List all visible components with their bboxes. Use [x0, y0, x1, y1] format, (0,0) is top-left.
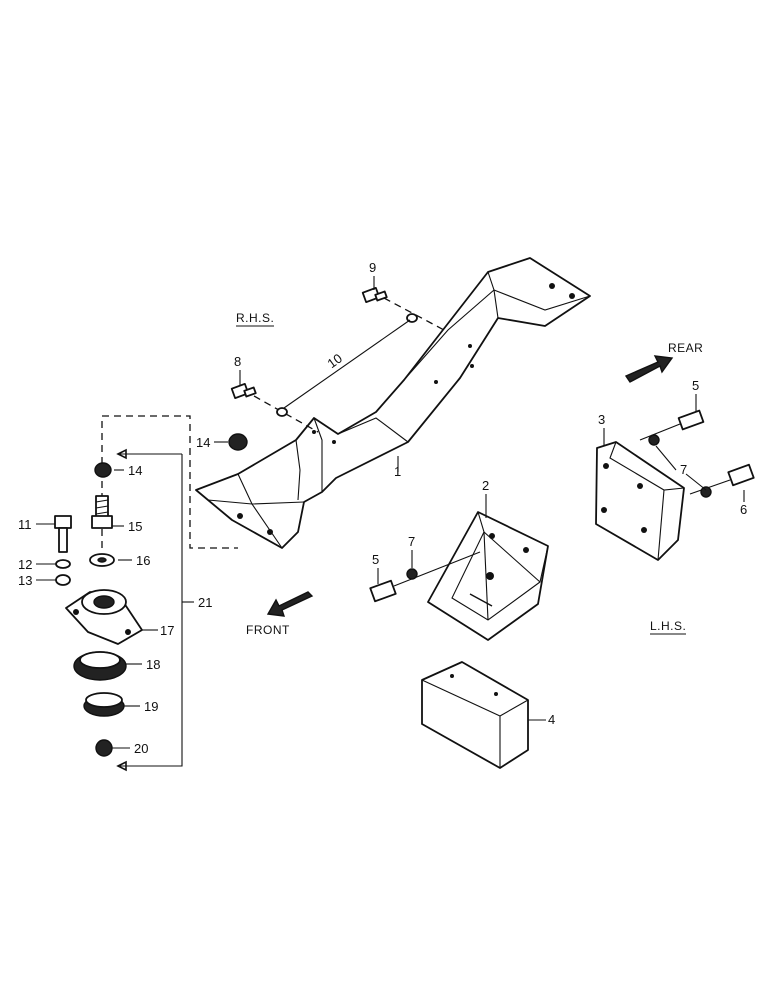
callout-7-lhs: 7 [408, 534, 415, 549]
washer-13 [55, 574, 71, 586]
nut-14 [94, 462, 112, 478]
callout-19: 19 [144, 699, 158, 714]
spacer-block [421, 661, 529, 769]
rear-arrow-icon [624, 355, 674, 383]
callout-15: 15 [128, 519, 142, 534]
washer-10b [276, 407, 288, 417]
callout-2: 2 [482, 478, 489, 493]
washer-7c [406, 568, 418, 580]
stud-15 [91, 495, 113, 529]
rubber-19 [83, 692, 125, 717]
callout-21: 21 [198, 595, 212, 610]
corner-bracket [427, 511, 549, 641]
rear-label: REAR [668, 341, 703, 355]
callout-8: 8 [234, 354, 241, 369]
callout-5-lhs: 5 [372, 552, 379, 567]
bolt-5-lhs [369, 579, 397, 603]
bolt-11 [54, 515, 72, 553]
front-arrow-icon [266, 591, 314, 617]
callout-7-rear: 7 [680, 462, 687, 477]
callout-17: 17 [160, 623, 174, 638]
bolt-5-rhs [677, 409, 705, 431]
rhs-label: R.H.S. [236, 311, 274, 325]
callout-18: 18 [146, 657, 160, 672]
bolt-20 [95, 739, 113, 757]
callout-20: 20 [134, 741, 148, 756]
rubber-18 [73, 651, 127, 681]
bracket-plate [595, 441, 685, 561]
callout-10: 10 [324, 350, 345, 371]
bolt-8 [230, 383, 257, 399]
mount-flange-17 [65, 589, 143, 645]
mount-dashed-outline [101, 415, 238, 549]
bolt-6 [727, 463, 755, 487]
lhs-label: L.H.S. [650, 619, 686, 633]
callout-6: 6 [740, 502, 747, 517]
front-label: FRONT [246, 623, 290, 637]
nut-14-top [228, 433, 248, 451]
callout-4: 4 [548, 712, 555, 727]
callout-13: 13 [18, 573, 32, 588]
callout-1: 1 [394, 464, 401, 479]
washer-12 [55, 559, 71, 569]
callout-3: 3 [598, 412, 605, 427]
callout-14-top: 14 [196, 435, 210, 450]
callout-14: 14 [128, 463, 142, 478]
callout-12: 12 [18, 557, 32, 572]
callout-11: 11 [18, 517, 32, 532]
callout-9: 9 [369, 260, 376, 275]
cross-member [195, 257, 591, 549]
washer-7b [700, 486, 712, 498]
washer-7a [648, 434, 660, 446]
callout-5-rear: 5 [692, 378, 699, 393]
callout-16: 16 [136, 553, 150, 568]
bolt-9 [361, 287, 388, 303]
